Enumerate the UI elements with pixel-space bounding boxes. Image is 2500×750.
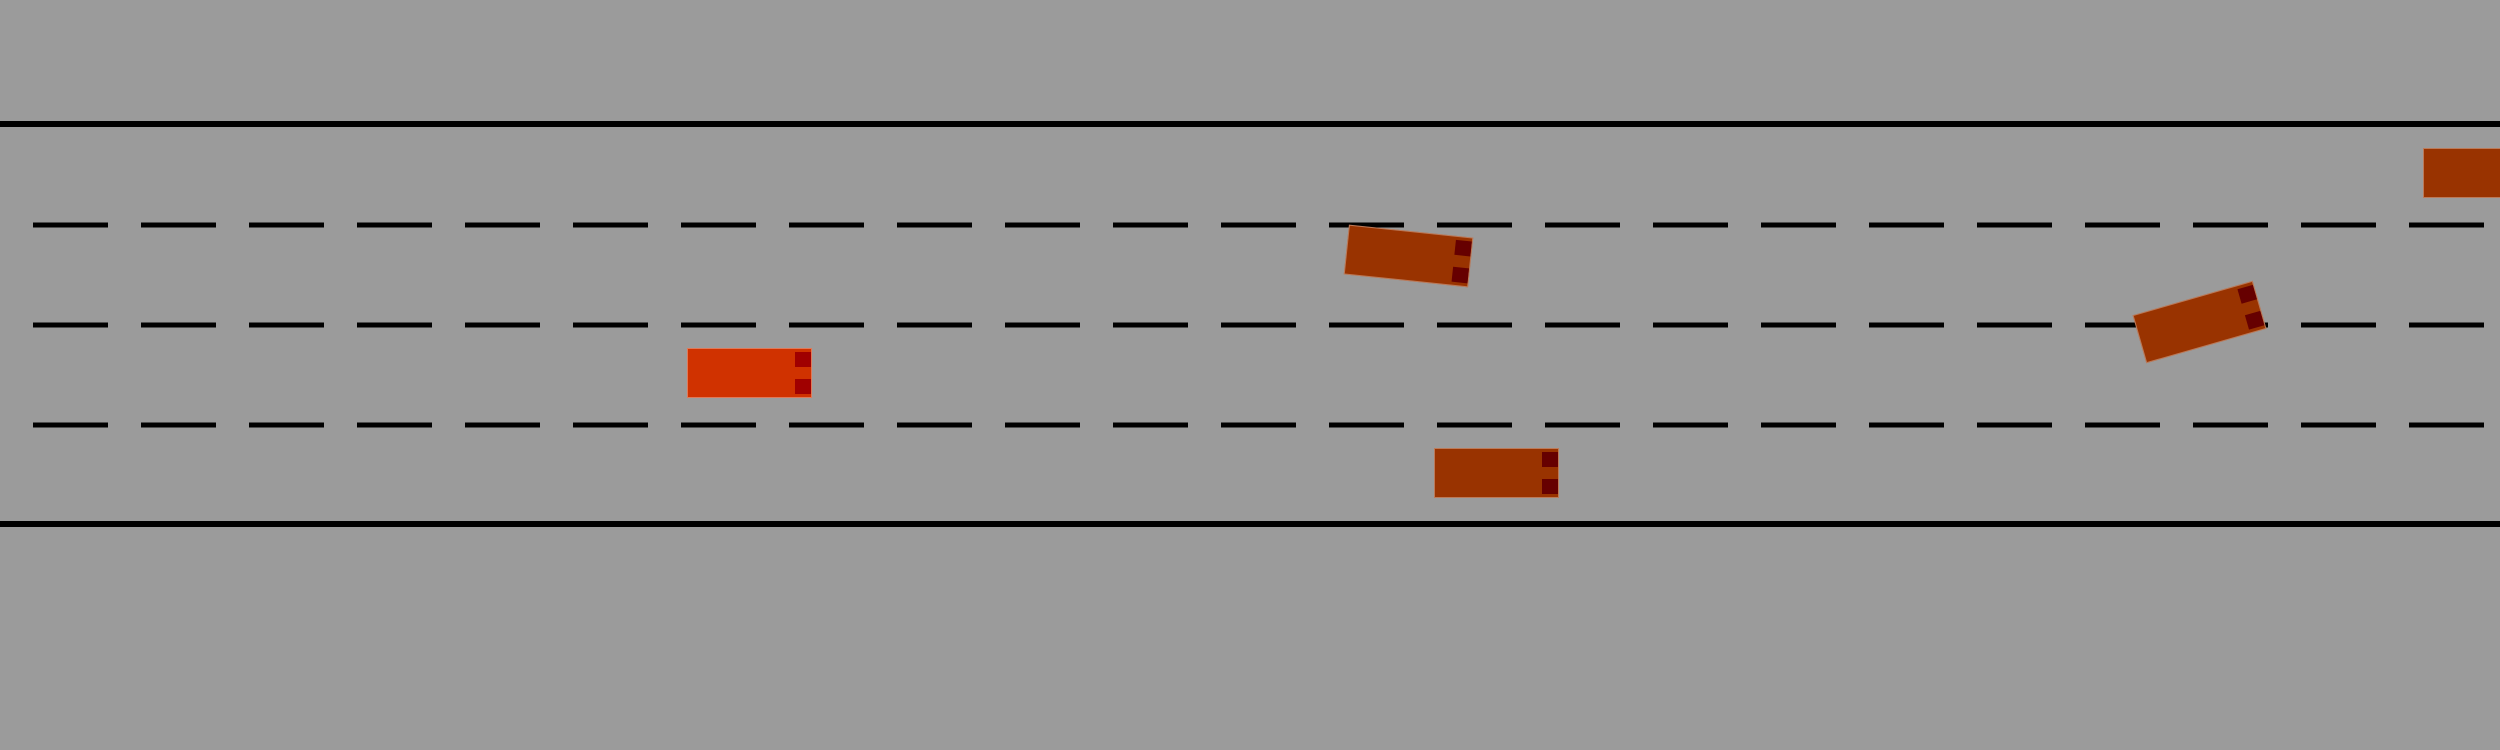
ego-vehicle xyxy=(687,348,812,398)
other-vehicle xyxy=(1434,448,1559,498)
other-vehicle xyxy=(2423,148,2500,198)
vehicle-taillight-right xyxy=(1542,479,1558,494)
ego-vehicle-taillight-right xyxy=(795,379,811,394)
vehicle-taillight-left xyxy=(1454,239,1472,257)
ego-vehicle-taillight-left xyxy=(795,352,811,367)
vehicle-taillight-right xyxy=(1451,266,1470,284)
vehicle-taillight-right xyxy=(2244,310,2265,330)
vehicle-taillight-left xyxy=(1542,452,1558,467)
vehicle-taillight-left xyxy=(2237,284,2257,304)
